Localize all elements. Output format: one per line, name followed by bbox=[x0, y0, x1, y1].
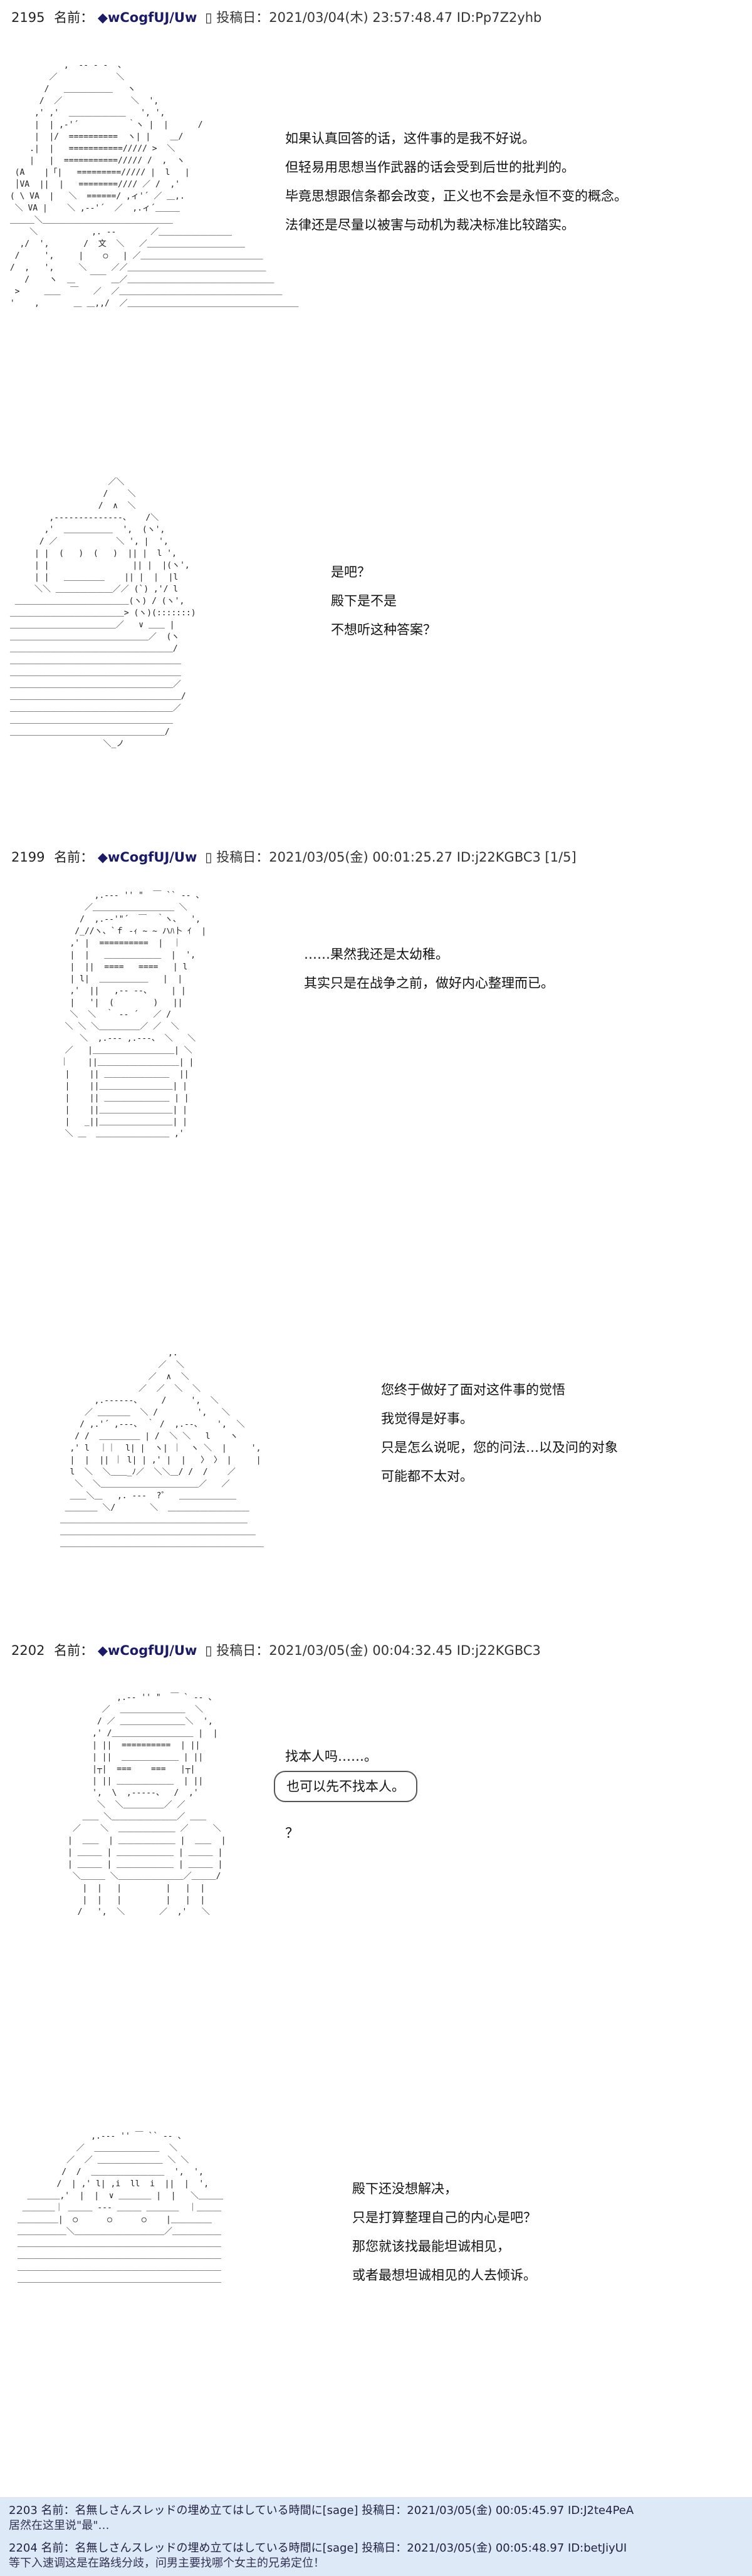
speech-bubble: 也可以先不找本人。 bbox=[274, 1771, 417, 1802]
post-header: 2199 名前： ◆wCogfUJ/Uw ▯ 投稿日：2021/03/05(金)… bbox=[11, 848, 577, 866]
ascii-art-figure: ／＼ / ＼ / ∧ ＼ ,-‐‐‐‐‐‐‐‐‐‐‐‐-、 /＼ ,' ＿＿＿＿… bbox=[9, 477, 196, 749]
dialogue-line: 殿下是不是 bbox=[331, 593, 397, 608]
dialogue-line: 只是怎么说呢，您的问法…以及问的对象 bbox=[381, 1440, 618, 1455]
name-label: 名前： bbox=[54, 850, 94, 865]
dialogue-line: 可能都不太对。 bbox=[381, 1469, 473, 1484]
dialogue-line: 法律还是尽量以被害与动机为裁决标准比较踏实。 bbox=[285, 217, 575, 232]
name-label: 名前： bbox=[54, 10, 94, 25]
reply-body: 居然在这里说"最"… bbox=[9, 2519, 110, 2532]
ascii-art-figure: , -‐ ‐ - 、 ／ ＼ / ＿＿＿＿＿＿ ヽ / ／ ＼ ', ,' ,'… bbox=[9, 61, 299, 308]
dialogue-line: 是吧？ bbox=[331, 565, 370, 580]
dialogue-block: 您终于做好了面对这件事的觉悟 我觉得是好事。 只是怎么说呢，您的问法…以及问的对… bbox=[381, 1375, 618, 1491]
dialogue-line: 但轻易用思想当作武器的话会受到后世的批判的。 bbox=[285, 160, 575, 175]
post-number: 2199 bbox=[11, 850, 45, 865]
author-trip[interactable]: ◆wCogfUJ/Uw bbox=[97, 10, 197, 25]
dialogue-line: 只是打算整理自己的内心是吧？ bbox=[352, 2210, 536, 2225]
dialogue-line: 不想听这种答案？ bbox=[331, 622, 436, 637]
ascii-art-figure: ,.-‐‐ '' " ￣ `` ‐- 、 ／＿＿＿＿＿＿＿＿＿＿ ＼ / ,.-… bbox=[60, 891, 207, 1139]
author-trip[interactable]: ◆wCogfUJ/Uw bbox=[97, 850, 197, 865]
dialogue-line: 毕竟思想跟信条都会改变，正义也不会是永恒不变的概念。 bbox=[285, 189, 627, 204]
dialogue-line: ……果然我还是太幼稚。 bbox=[304, 947, 449, 962]
post-meta: ▯ 投稿日：2021/03/05(金) 00:01:25.27 ID:j22KG… bbox=[205, 850, 577, 865]
reply-header: 2204 名前：名無しさんスレッドの埋め立てはしている時間に[sage] 投稿日… bbox=[9, 2542, 627, 2555]
author-trip[interactable]: ◆wCogfUJ/Uw bbox=[97, 1643, 197, 1658]
dialogue-line: 如果认真回答的话，这件事的是我不好说。 bbox=[285, 131, 535, 146]
dialogue-block: 殿下还没想解决， 只是打算整理自己的内心是吧？ 那您就该找最能坦诚相见， 或者最… bbox=[352, 2174, 536, 2290]
dialogue-block: 如果认真回答的话，这件事的是我不好说。 但轻易用思想当作武器的话会受到后世的批判… bbox=[285, 124, 627, 239]
dialogue-block: ……果然我还是太幼稚。 其实只是在战争之前，做好内心整理而已。 bbox=[304, 940, 554, 998]
dialogue-block: 是吧？ 殿下是不是 不想听这种答案？ bbox=[331, 558, 436, 644]
dialogue-line: 殿下还没想解决， bbox=[352, 2181, 457, 2196]
dialogue-line: 那您就该找最能坦诚相见， bbox=[352, 2239, 510, 2254]
dialogue-line: 或者最想坦诚相见的人去倾诉。 bbox=[352, 2268, 536, 2283]
dialogue-line: 您终于做好了面对这件事的觉悟 bbox=[381, 1382, 565, 1397]
post-meta: ▯ 投稿日：2021/03/04(木) 23:57:48.47 ID:Pp7Z2… bbox=[205, 10, 542, 25]
reply-section bbox=[0, 2497, 752, 2576]
dialogue-block: 找本人吗……。 bbox=[285, 1742, 377, 1771]
post-header: 2202 名前： ◆wCogfUJ/Uw ▯ 投稿日：2021/03/05(金)… bbox=[11, 1642, 541, 1659]
reply-post: 2204 名前：名無しさんスレッドの埋め立てはしている時間に[sage] 投稿日… bbox=[9, 2541, 627, 2571]
reply-body: 等下入速调这是在路线分歧，问男主要找哪个女主的兄弟定位！ bbox=[9, 2557, 325, 2570]
reply-post: 2203 名前：名無しさんスレッドの埋め立てはしている時間に[sage] 投稿日… bbox=[9, 2503, 634, 2533]
dialogue-line: 我觉得是好事。 bbox=[381, 1411, 473, 1426]
question-mark: ？ bbox=[285, 1826, 300, 1842]
dialogue-line: 找本人吗……。 bbox=[285, 1749, 377, 1764]
dialogue-line: 其实只是在战争之前，做好内心整理而已。 bbox=[304, 976, 554, 991]
ascii-art-figure: ,.-‐‐ '' ￣ `` ‐- 、 ／ ＿＿＿＿＿＿＿＿ ＼ ／ ／ ＿＿＿＿… bbox=[17, 2132, 224, 2284]
reply-header: 2203 名前：名無しさんスレッドの埋め立てはしている時間に[sage] 投稿日… bbox=[9, 2504, 634, 2517]
ascii-art-figure: ,.-‐ '' " ￣ ` ‐- 、 ／ ＿＿＿＿＿＿＿＿ ＼ / ／ ＿＿＿＿… bbox=[68, 1693, 226, 1917]
post-header: 2195 名前： ◆wCogfUJ/Uw ▯ 投稿日：2021/03/04(木)… bbox=[11, 9, 541, 26]
post-meta: ▯ 投稿日：2021/03/05(金) 00:04:32.45 ID:j22KG… bbox=[205, 1643, 541, 1658]
post-number: 2202 bbox=[11, 1643, 45, 1658]
post-number: 2195 bbox=[11, 10, 45, 25]
ascii-art-figure: ,. ／ ＼ ／ ∧ ＼ ／ ／ ＼ ＼ ,.-‐‐‐‐-、 / ', ＼ ／ … bbox=[60, 1348, 264, 1548]
name-label: 名前： bbox=[54, 1643, 94, 1658]
